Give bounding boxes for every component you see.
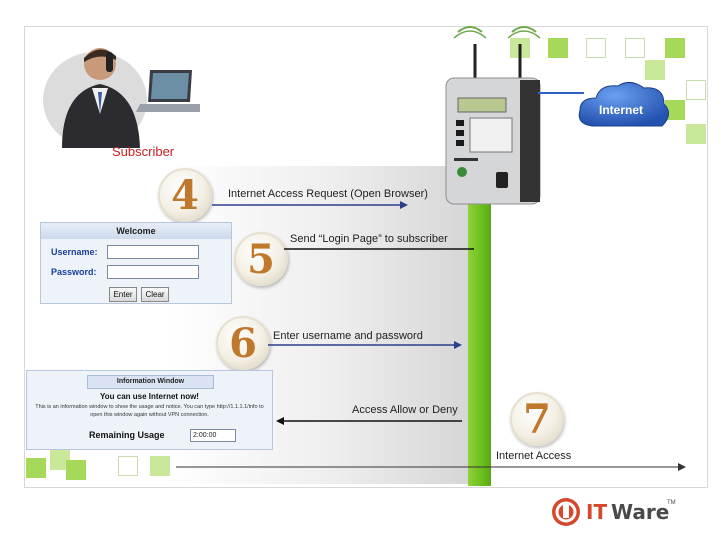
step-7-arrow [276, 417, 462, 425]
itware-logo-ware: Ware [611, 500, 670, 524]
wifi-antenna-icon [453, 26, 541, 39]
information-window-body: This is an information window to show th… [35, 404, 264, 418]
login-window-title: Welcome [41, 223, 231, 239]
itware-logo-icon [552, 498, 580, 526]
enter-button[interactable]: Enter [109, 287, 137, 302]
login-window: Welcome Username: Password: Enter Clear [40, 222, 232, 304]
username-label: Username: [51, 247, 98, 257]
gateway-internet-link [538, 92, 584, 94]
gateway-timeline-bar [468, 190, 491, 486]
step-5-arrow [284, 248, 474, 250]
slide-frame [24, 26, 708, 488]
information-window-title: Information Window [87, 375, 214, 389]
username-input[interactable] [107, 245, 199, 259]
itware-logo: IT Ware TM [550, 496, 680, 528]
step-4-badge: 4 [158, 168, 212, 222]
subscriber-illustration [43, 48, 200, 148]
information-window: Information Window You can use Internet … [26, 370, 273, 450]
internet-cloud-label: Internet [599, 103, 644, 117]
step-5-message: Send “Login Page” to subscriber [290, 233, 448, 245]
step-4-message: Internet Access Request (Open Browser) [228, 188, 428, 200]
remaining-usage-value: 2:00:00 [190, 429, 236, 442]
internet-cloud-icon [578, 82, 669, 127]
step-4-arrow [212, 201, 408, 209]
password-input[interactable] [107, 265, 199, 279]
internet-access-arrow [176, 463, 686, 471]
itware-trademark: TM [667, 500, 676, 506]
step-6-arrow [268, 341, 462, 349]
access-gateway-device [445, 26, 541, 205]
step-7-message: Access Allow or Deny [352, 404, 458, 416]
itware-logo-it: IT [586, 500, 608, 524]
step-7-badge: 7 [510, 392, 564, 446]
clear-button[interactable]: Clear [141, 287, 169, 302]
step-6-badge: 6 [216, 316, 270, 370]
step-5-badge: 5 [234, 232, 288, 286]
password-label: Password: [51, 267, 97, 277]
subscriber-label: Subscriber [112, 144, 175, 159]
remaining-usage-label: Remaining Usage [89, 430, 165, 440]
internet-access-label: Internet Access [496, 450, 572, 462]
information-window-heading: You can use Internet now! [100, 392, 199, 401]
step-6-message: Enter username and password [273, 330, 423, 342]
